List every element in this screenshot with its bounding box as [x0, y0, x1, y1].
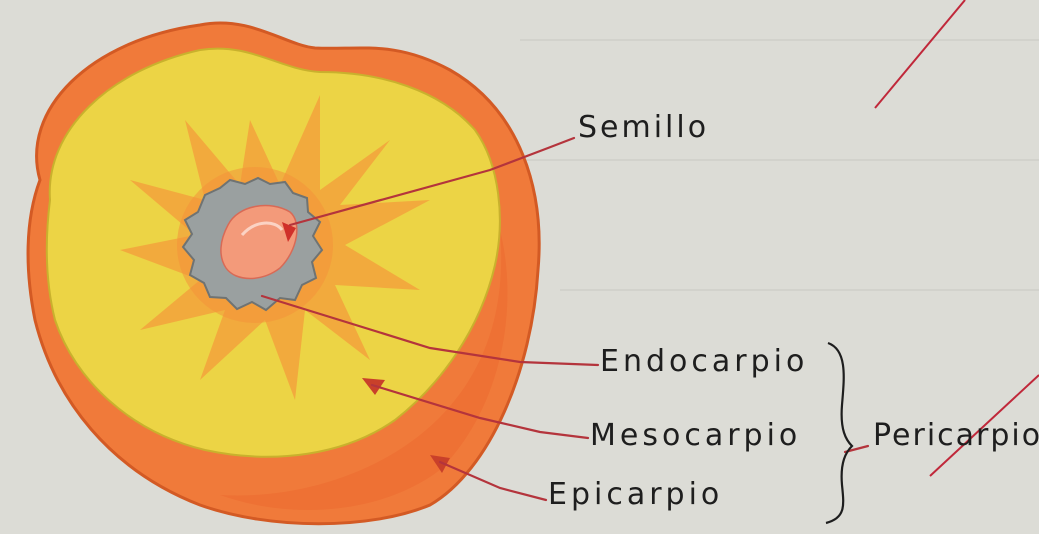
- check-mark-top: [875, 0, 965, 108]
- seed-label: Semillo: [578, 113, 709, 143]
- teacher-marks: [875, 0, 1039, 476]
- epicarp-label: Epicarpio: [548, 480, 723, 510]
- endocarp-label: Endocarpio: [600, 347, 808, 377]
- paper-lines: [520, 40, 1039, 290]
- pericarp-label: Pericarpio: [873, 421, 1039, 451]
- pericarp-brace: [826, 343, 852, 523]
- mesocarp-label: Mesocarpio: [590, 421, 801, 451]
